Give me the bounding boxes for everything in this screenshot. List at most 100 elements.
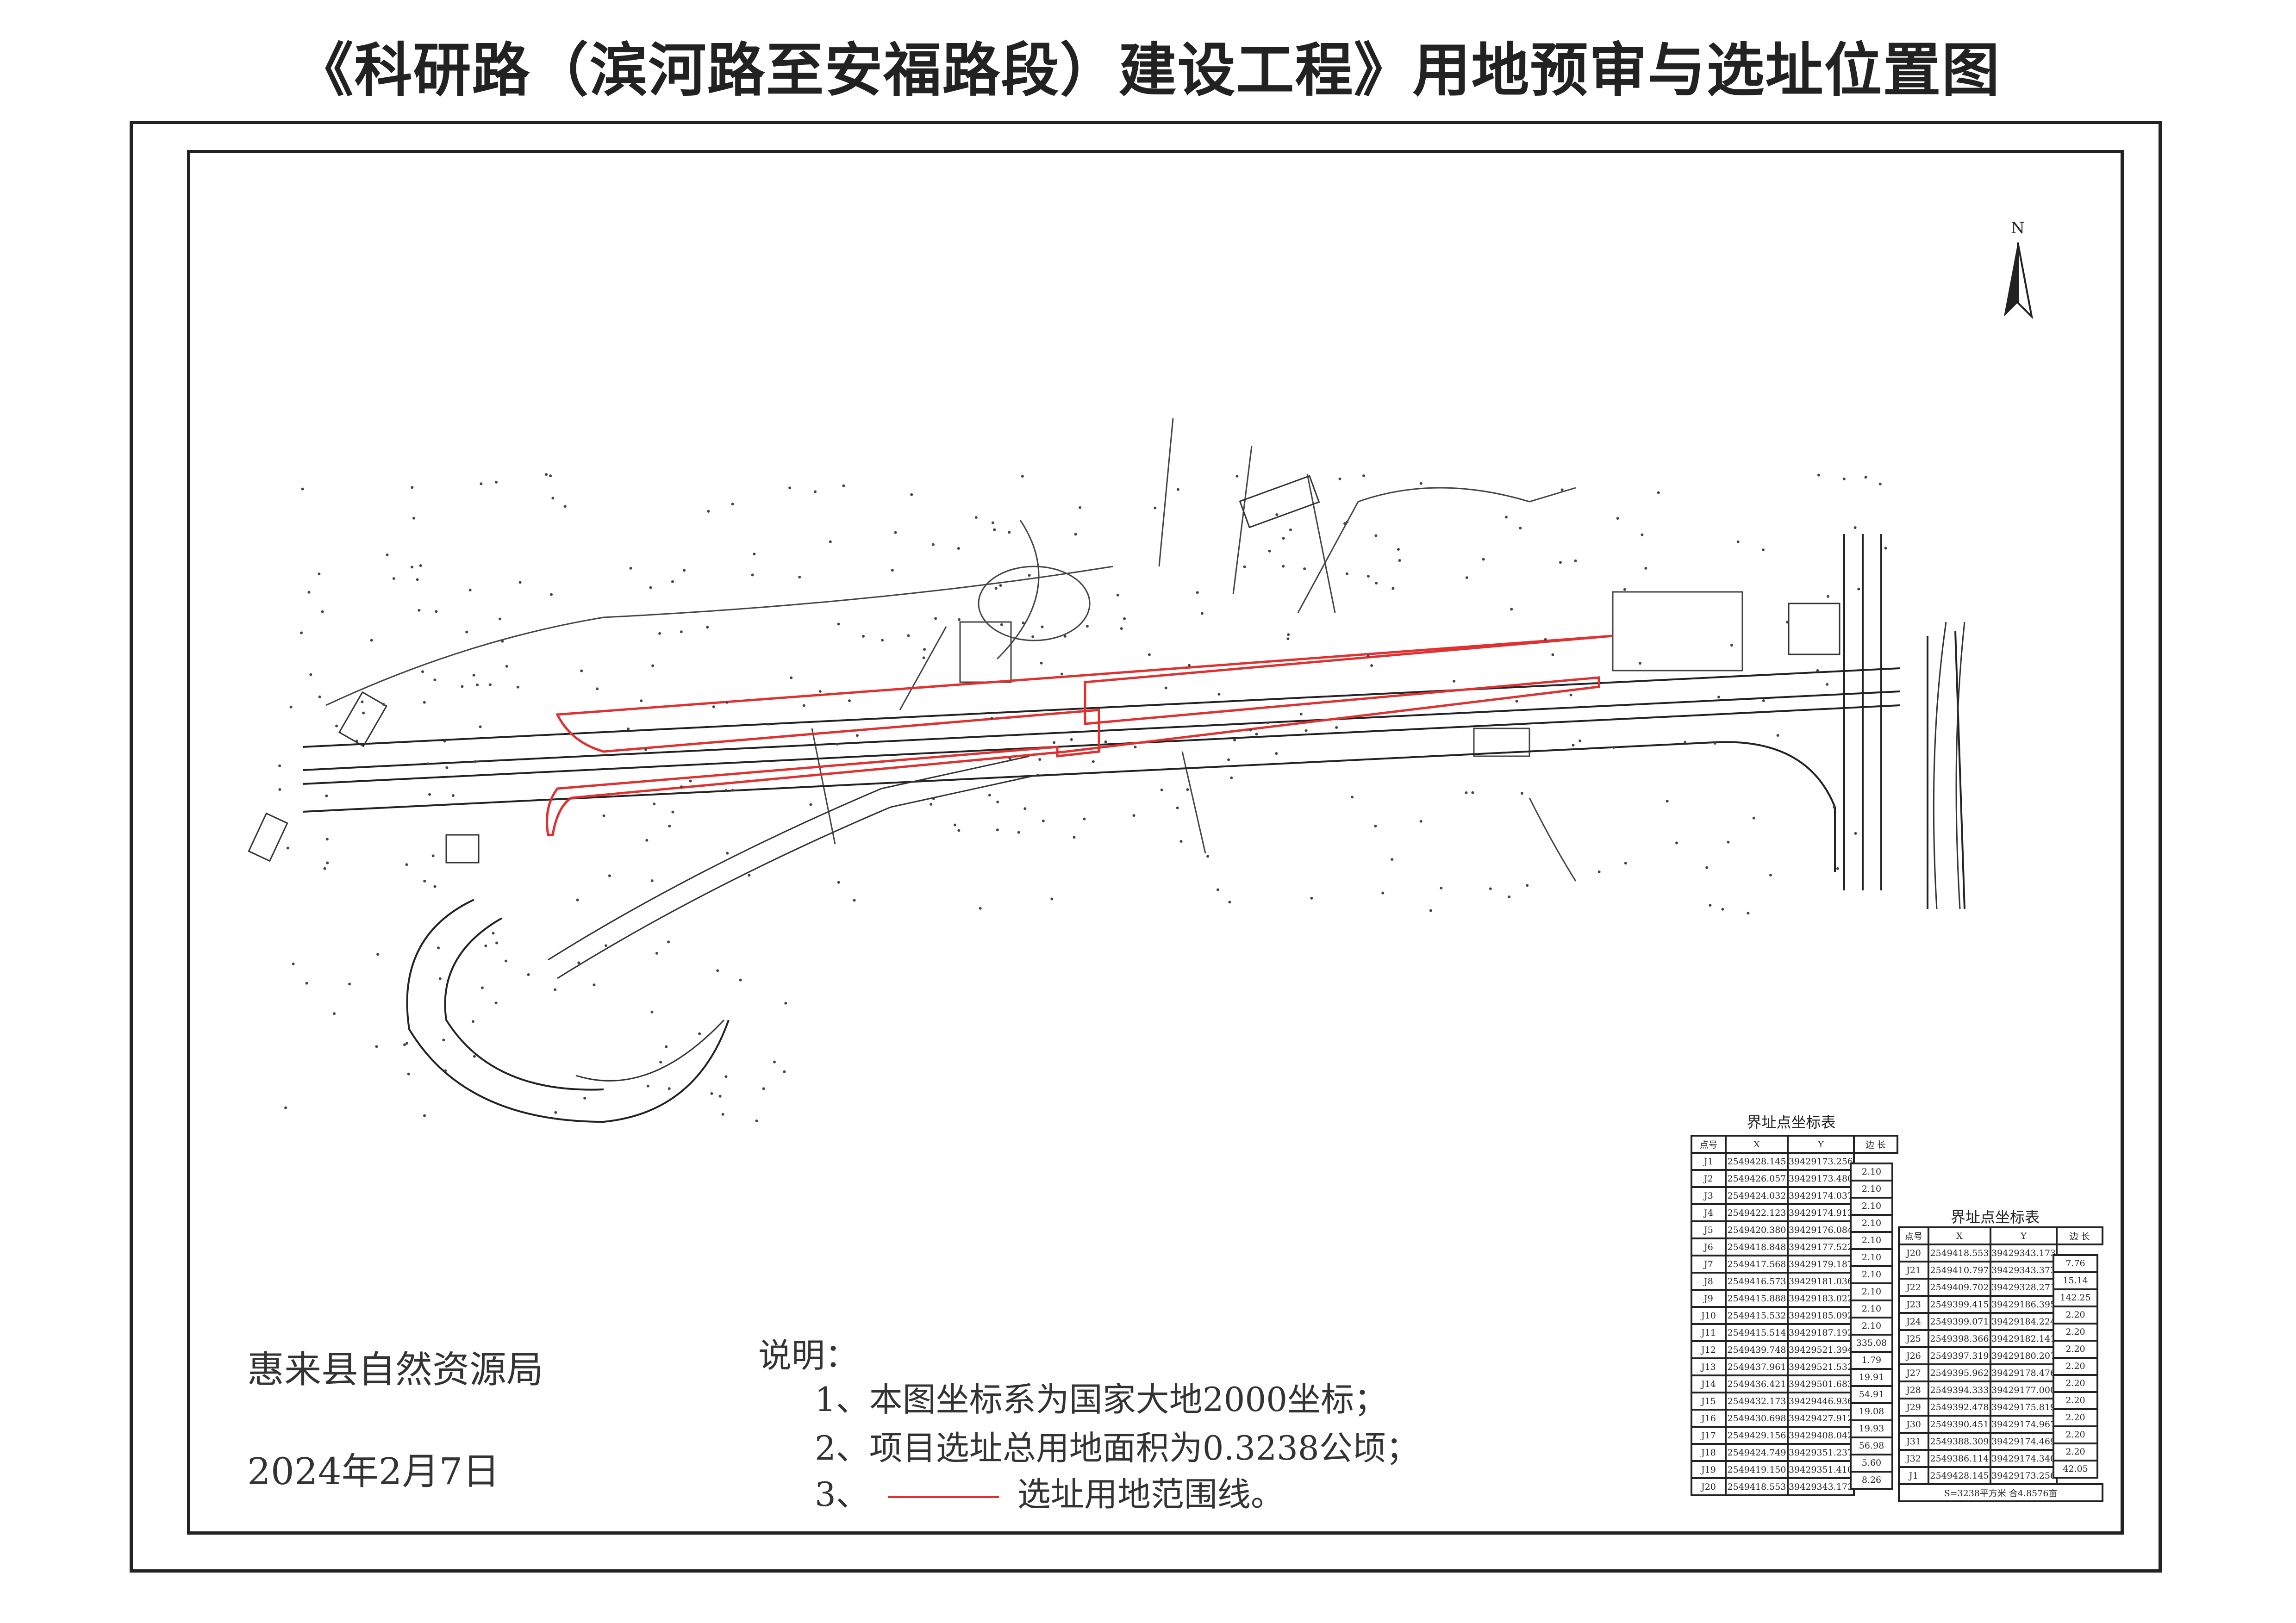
- x-coord: 2549395.962: [1928, 1363, 1991, 1382]
- survey-point: [1817, 473, 1820, 477]
- survey-point: [1061, 672, 1064, 676]
- survey-point: [767, 722, 770, 726]
- survey-point: [305, 982, 308, 985]
- survey-point: [646, 1084, 649, 1088]
- survey-point: [1878, 482, 1882, 485]
- survey-point: [323, 867, 326, 870]
- embankment-hatch: [548, 622, 1965, 1082]
- y-coord: 39429174.967: [1989, 1415, 2058, 1434]
- survey-point: [1275, 513, 1279, 516]
- point-id: J8: [1691, 1272, 1727, 1291]
- survey-point: [1338, 477, 1341, 480]
- y-coord: 39429177.000: [1989, 1380, 2058, 1399]
- edge-length: 1.79: [1850, 1350, 1893, 1370]
- survey-point: [667, 940, 670, 944]
- survey-point: [362, 711, 365, 715]
- point-id: J18: [1691, 1443, 1727, 1462]
- survey-point: [802, 704, 805, 707]
- survey-point: [645, 839, 649, 842]
- point-id: J19: [1691, 1460, 1727, 1479]
- survey-point: [837, 622, 840, 626]
- edge-length: 2.20: [2053, 1322, 2098, 1342]
- survey-point: [1736, 540, 1740, 543]
- survey-point: [762, 1087, 765, 1090]
- survey-point: [1752, 816, 1755, 820]
- survey-point: [1074, 533, 1077, 536]
- survey-point: [1123, 617, 1126, 620]
- survey-point: [461, 685, 464, 688]
- survey-point: [1304, 729, 1308, 732]
- y-coord: 39429180.207: [1989, 1346, 2058, 1365]
- x-coord: 2549415.532: [1725, 1306, 1789, 1325]
- survey-point: [1616, 517, 1619, 520]
- x-coord: 2549418.848: [1725, 1237, 1789, 1256]
- survey-point: [862, 634, 865, 638]
- y-coord: 39429178.476: [1989, 1363, 2058, 1382]
- survey-point: [837, 881, 840, 884]
- survey-point: [278, 764, 281, 767]
- x-coord: 2549430.698: [1725, 1409, 1789, 1428]
- x-coord: 2549398.366: [1928, 1329, 1991, 1348]
- survey-point: [1675, 841, 1678, 845]
- x-coord: 2549409.702: [1928, 1278, 1991, 1297]
- column-header: X: [1725, 1135, 1789, 1154]
- survey-point: [1227, 758, 1230, 761]
- survey-point: [411, 486, 414, 489]
- point-id: J1: [1898, 1466, 1929, 1485]
- note-3-index: 3、: [815, 1475, 869, 1514]
- point-id: J12: [1691, 1340, 1727, 1359]
- edge-length: 7.76: [2053, 1254, 2098, 1273]
- survey-point: [748, 874, 751, 877]
- survey-point: [1419, 820, 1423, 823]
- x-coord: 2549417.568: [1725, 1255, 1789, 1274]
- survey-point: [724, 1075, 728, 1078]
- x-coord: 2549388.309: [1928, 1432, 1991, 1451]
- survey-point: [954, 823, 957, 827]
- survey-point: [910, 493, 913, 496]
- edge-length: 2.20: [2053, 1391, 2098, 1410]
- survey-point: [974, 516, 978, 519]
- survey-point: [480, 482, 483, 485]
- x-coord: 2549386.114: [1928, 1449, 1991, 1468]
- survey-point: [1769, 873, 1772, 877]
- survey-point: [437, 946, 440, 950]
- x-coord: 2549428.145: [1928, 1466, 1991, 1485]
- survey-point: [1853, 526, 1857, 529]
- survey-point: [668, 824, 671, 827]
- survey-point: [545, 473, 548, 476]
- survey-point: [1200, 612, 1204, 615]
- survey-point: [1268, 549, 1271, 553]
- survey-point: [934, 617, 937, 620]
- survey-point: [707, 510, 710, 513]
- survey-point: [292, 962, 295, 965]
- survey-point: [1638, 662, 1641, 665]
- survey-point: [683, 569, 686, 572]
- survey-point: [472, 673, 475, 677]
- survey-point: [1134, 746, 1137, 749]
- edge-length: 2.10: [1850, 1316, 1893, 1336]
- x-coord: 2549394.333: [1928, 1380, 1991, 1399]
- survey-point: [957, 618, 961, 621]
- y-coord: 39429187.192: [1786, 1323, 1855, 1342]
- survey-point: [325, 794, 328, 797]
- point-id: J7: [1691, 1255, 1727, 1274]
- survey-point: [563, 505, 567, 508]
- survey-point: [1482, 558, 1485, 561]
- x-coord: 2549399.415: [1928, 1295, 1991, 1314]
- survey-point: [516, 685, 519, 689]
- survey-point: [1526, 884, 1529, 887]
- x-coord: 2549420.380: [1725, 1220, 1789, 1239]
- y-coord: 39429176.084: [1786, 1220, 1855, 1239]
- survey-point: [829, 540, 832, 543]
- survey-point: [1086, 625, 1089, 628]
